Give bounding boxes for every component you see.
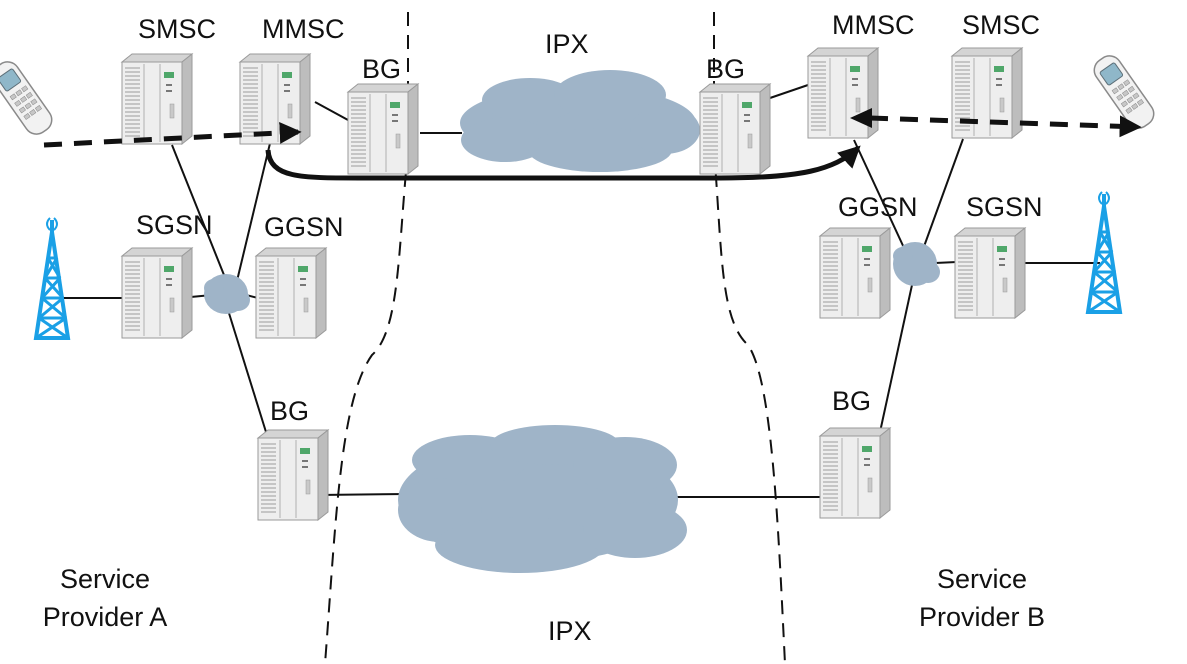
bg-top-a-label: BG: [362, 54, 402, 84]
smsc-a-server-icon: [121, 53, 193, 145]
sgsn-b-server-icon: [954, 227, 1026, 319]
bg-bottom-b-label: BG: [832, 386, 872, 416]
smsc-b-label: SMSC: [962, 10, 1041, 40]
cell-tower-b-icon: [1086, 190, 1122, 314]
service-provider-a-line2: Provider A: [42, 602, 168, 632]
mmsc-transfer-arrow: [265, 145, 861, 181]
mmsc-a-label: MMSC: [262, 14, 345, 44]
ggsn-a-label: GGSN: [264, 212, 344, 242]
mobile-phone-b-icon: [1088, 50, 1160, 134]
ipx-boundary-left: [324, 12, 409, 664]
ipx-bottom-label: IPX: [548, 616, 592, 646]
message-flow-a: [43, 121, 302, 148]
message-flow-b: [869, 115, 1142, 138]
sgsn-a-server-icon: [121, 247, 193, 339]
gprs-cloud-b: [893, 242, 940, 286]
ggsn-b-server-icon: [819, 227, 891, 319]
ggsn-b-label: GGSN: [838, 192, 918, 222]
bg-top-b-server-icon: [699, 83, 771, 175]
bg-bottom-a-label: BG: [270, 396, 310, 426]
ggsn-a-server-icon: [255, 247, 327, 339]
service-provider-b-line2: Provider B: [918, 602, 1046, 632]
ipx-top-label: IPX: [545, 29, 589, 59]
sgsn-b-label: SGSN: [966, 192, 1043, 222]
bg-bottom-a-server-icon: [257, 429, 329, 521]
mmsc-b-label: MMSC: [832, 10, 915, 40]
mmsc-a-server-icon: [239, 53, 311, 145]
ipx-cloud-top: [460, 70, 700, 172]
service-provider-a-line1: Service: [59, 564, 151, 594]
sgsn-a-label: SGSN: [136, 210, 213, 240]
message-flow-b-start-arrow-icon: [850, 108, 872, 128]
mobile-phone-a-icon: [0, 56, 58, 140]
service-provider-a-label: Service Provider A: [30, 560, 180, 636]
gprs-cloud-a: [204, 274, 250, 314]
bg-top-a-server-icon: [347, 83, 419, 175]
ipx-cloud-bottom: [398, 425, 687, 573]
ipx-boundary-right: [713, 12, 786, 664]
service-provider-b-label: Service Provider B: [902, 560, 1062, 636]
cell-tower-a-icon: [34, 216, 70, 340]
service-provider-b-line1: Service: [936, 564, 1028, 594]
smsc-b-server-icon: [951, 47, 1023, 139]
bg-top-b-label: BG: [706, 54, 746, 84]
bg-bottom-b-server-icon: [819, 427, 891, 519]
smsc-a-label: SMSC: [138, 14, 217, 44]
